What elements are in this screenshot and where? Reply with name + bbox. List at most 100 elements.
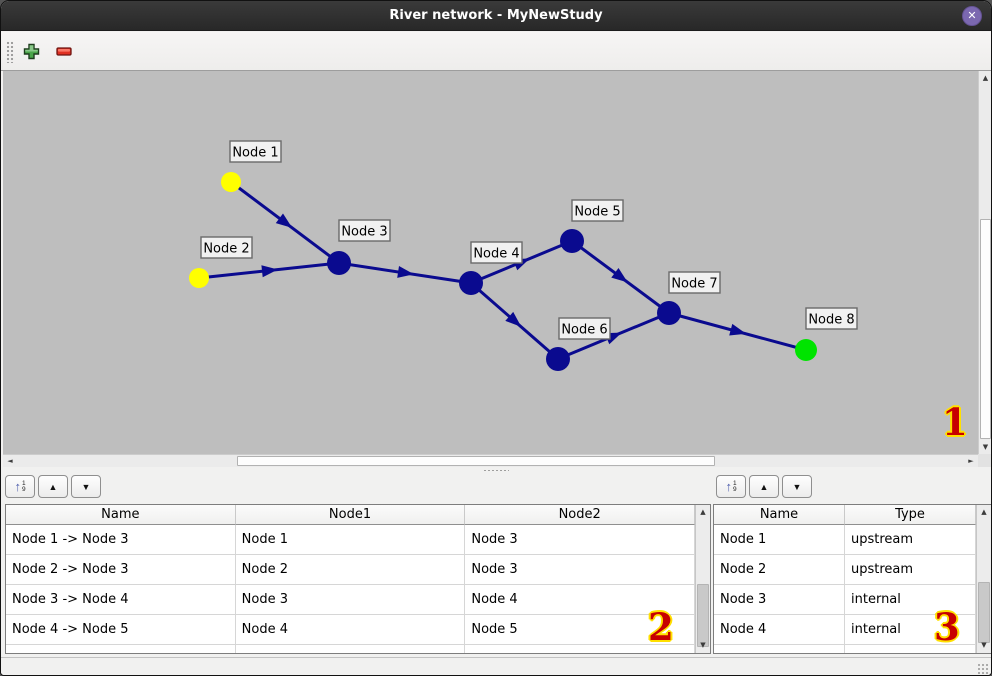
canvas-vertical-scrollbar[interactable]: ▲ ▼ — [978, 71, 991, 454]
table-cell[interactable]: Node 4 -> Node 5 — [6, 615, 236, 645]
table-scroll-thumb[interactable] — [978, 582, 990, 643]
edge-arrow-icon — [729, 323, 747, 336]
toolbar-drag-handle[interactable] — [6, 41, 14, 63]
node-label-text: Node 7 — [671, 277, 717, 292]
node-label-node-8[interactable]: Node 8 — [805, 307, 858, 330]
table-cell[interactable]: Node 3 -> Node 4 — [6, 585, 236, 615]
node-label-node-3[interactable]: Node 3 — [338, 219, 391, 242]
scroll-down-icon[interactable]: ▼ — [700, 641, 706, 649]
node-label-text: Node 1 — [232, 146, 278, 161]
table-cell[interactable]: Node 2 — [714, 555, 845, 585]
table-cell[interactable] — [714, 645, 845, 653]
links-table-scrollbar[interactable]: ▲ ▼ — [695, 505, 710, 653]
canvas-horizontal-scrollbar[interactable]: ◄ ► — [3, 454, 978, 467]
node-label-text: Node 3 — [341, 225, 387, 240]
links-move-down-button[interactable]: ▼ — [71, 475, 101, 498]
table-cell[interactable]: upstream — [845, 555, 976, 585]
node-node-4[interactable] — [459, 271, 483, 295]
network-canvas[interactable]: Node 1 Node 2 Node 3 Node 4 Node 5 Node 6 Node… — [3, 71, 978, 454]
remove-button[interactable] — [55, 43, 73, 60]
window-title: River network - MyNewStudy — [389, 8, 603, 23]
node-label-node-4[interactable]: Node 4 — [470, 241, 523, 264]
edge-arrow-icon — [275, 213, 293, 228]
table-scroll-thumb[interactable] — [697, 584, 709, 647]
nodes-move-up-button[interactable]: ▲ — [749, 475, 779, 498]
column-header[interactable]: Node2 — [465, 505, 695, 525]
table-cell[interactable]: Node 4 — [465, 585, 695, 615]
horizontal-splitter[interactable] — [1, 467, 991, 473]
table-cell[interactable]: internal — [845, 585, 976, 615]
table-cell[interactable]: internal — [845, 615, 976, 645]
main-toolbar — [1, 32, 991, 71]
node-node-5[interactable] — [560, 229, 584, 253]
scroll-down-icon[interactable]: ▼ — [982, 443, 989, 451]
scroll-up-icon[interactable]: ▲ — [700, 508, 706, 516]
close-icon: ✕ — [967, 10, 977, 22]
table-cell[interactable]: Node 1 -> Node 3 — [6, 525, 236, 555]
table-cell[interactable]: Node 3 — [235, 585, 466, 615]
table-cell[interactable]: Node 3 — [714, 585, 845, 615]
table-cell[interactable]: Node 4 — [235, 615, 466, 645]
node-node-8[interactable] — [795, 339, 817, 361]
column-header[interactable]: Name — [6, 505, 236, 525]
table-cell[interactable] — [845, 645, 976, 653]
scroll-down-icon[interactable]: ▼ — [981, 641, 987, 649]
scroll-left-icon[interactable]: ◄ — [7, 457, 13, 465]
table-cell[interactable] — [6, 645, 236, 653]
scroll-up-icon[interactable]: ▲ — [982, 74, 989, 82]
table-cell[interactable]: Node 1 — [714, 525, 845, 555]
table-cell[interactable]: upstream — [845, 525, 976, 555]
column-header[interactable]: Name — [714, 505, 845, 525]
edge-arrow-icon — [505, 311, 522, 327]
table-cell[interactable] — [465, 645, 695, 653]
horizontal-scroll-thumb[interactable] — [237, 456, 715, 466]
column-header[interactable]: Type — [845, 505, 976, 525]
node-label-text: Node 5 — [574, 205, 620, 220]
add-button[interactable] — [22, 43, 40, 60]
table-cell[interactable]: Node 3 — [465, 525, 695, 555]
node-label-node-6[interactable]: Node 6 — [558, 317, 611, 340]
vertical-scroll-thumb[interactable] — [980, 219, 991, 439]
node-node-3[interactable] — [327, 251, 351, 275]
titlebar[interactable]: River network - MyNewStudy ✕ — [1, 1, 991, 31]
table-cell[interactable]: Node 1 — [235, 525, 466, 555]
resize-grip[interactable] — [977, 663, 989, 675]
nodes-move-down-button[interactable]: ▼ — [782, 475, 812, 498]
node-node-6[interactable] — [546, 347, 570, 371]
node-label-text: Node 6 — [561, 323, 607, 338]
table-cell[interactable]: Node 2 -> Node 3 — [6, 555, 236, 585]
scroll-right-icon[interactable]: ► — [968, 457, 974, 465]
node-label-node-5[interactable]: Node 5 — [571, 199, 624, 222]
close-button[interactable]: ✕ — [962, 6, 982, 26]
nodes-table-scrollbar[interactable]: ▲ ▼ — [976, 505, 991, 653]
node-node-1[interactable] — [221, 172, 241, 192]
edge-arrow-icon — [261, 265, 278, 278]
links-move-up-button[interactable]: ▲ — [38, 475, 68, 498]
node-label-box — [805, 307, 858, 330]
node-node-7[interactable] — [657, 301, 681, 325]
table-cell[interactable]: Node 4 — [714, 615, 845, 645]
scroll-up-icon[interactable]: ▲ — [981, 508, 987, 516]
down-arrow-icon: ▼ — [81, 481, 91, 492]
table-cell[interactable]: Node 2 — [235, 555, 466, 585]
node-label-box — [668, 271, 721, 294]
node-label-node-2[interactable]: Node 2 — [200, 236, 253, 259]
table-cell[interactable]: Node 5 — [465, 615, 695, 645]
column-header[interactable]: Node1 — [235, 505, 466, 525]
node-label-node-1[interactable]: Node 1 — [229, 140, 282, 163]
table-cell[interactable] — [235, 645, 466, 653]
node-node-2[interactable] — [189, 268, 209, 288]
table-cell[interactable]: Node 3 — [465, 555, 695, 585]
node-label-node-7[interactable]: Node 7 — [668, 271, 721, 294]
